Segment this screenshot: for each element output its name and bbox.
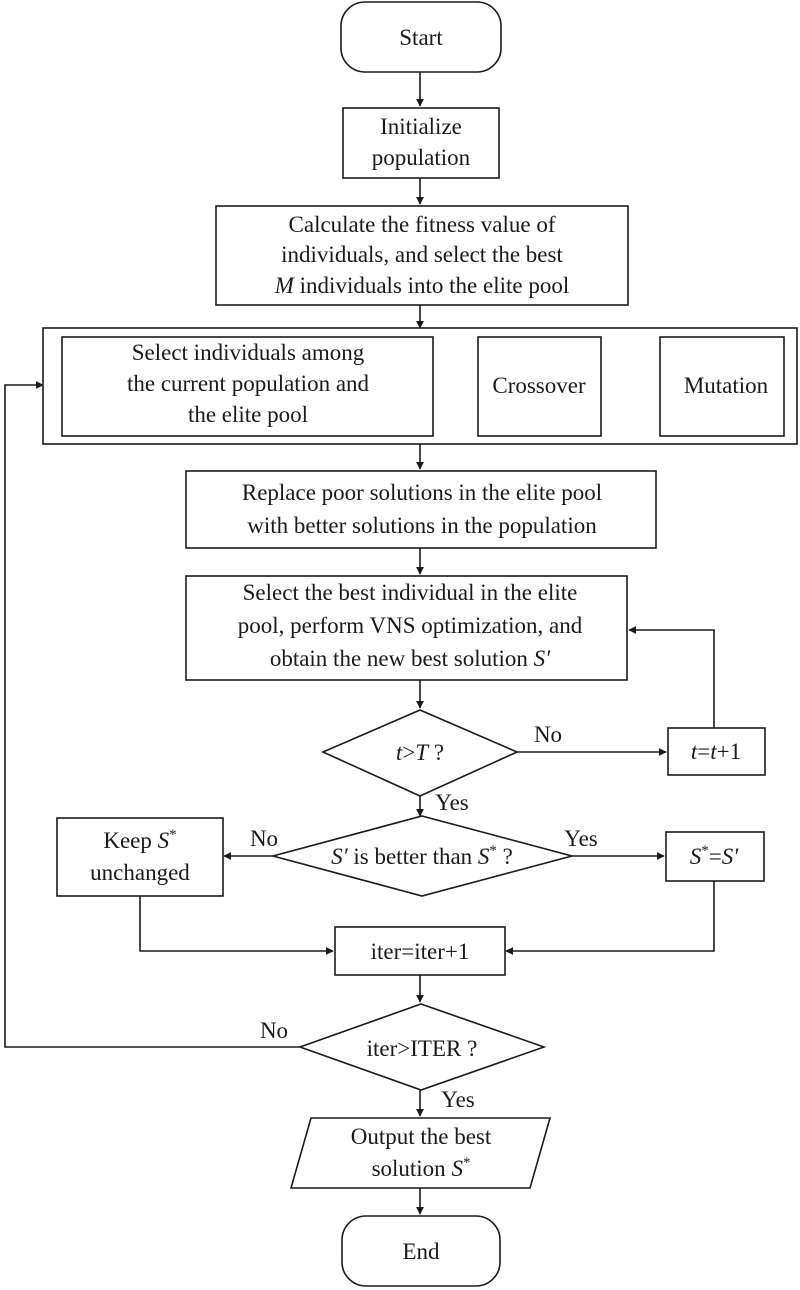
node-initialize: Initialize population: [342, 107, 500, 179]
cond-t-var-1: t: [396, 740, 403, 765]
iter-increment-label: iter=iter+1: [371, 939, 470, 964]
node-end: End: [341, 1215, 501, 1287]
edge-label-t-no: No: [534, 722, 562, 747]
cond-t-op: >: [402, 740, 415, 765]
replace-box: [185, 470, 657, 549]
t-inc-eq: =: [697, 739, 710, 764]
node-vns: Select the best individual in the elite …: [185, 575, 628, 681]
node-ga-operators: Select individuals among the current pop…: [42, 327, 798, 445]
fitness-var-m: M: [274, 273, 296, 298]
assign-box: [665, 831, 765, 882]
initialize-line-1: Initialize: [380, 114, 462, 139]
cond-s-sup: *: [489, 843, 497, 859]
cond-s-var-2: S: [478, 844, 490, 869]
vns-box: [185, 575, 628, 681]
cond-t-var-2: T: [415, 740, 430, 765]
cond-s-diamond: [269, 815, 576, 897]
fitness-box: [215, 205, 629, 306]
node-replace: Replace poor solutions in the elite pool…: [185, 470, 657, 549]
end-label: End: [402, 1239, 440, 1264]
cond-iter-diamond: [297, 1003, 547, 1091]
output-var: S: [451, 1156, 463, 1181]
keep-line-1: Keep S*: [103, 827, 176, 853]
edge-label-s-yes: Yes: [564, 826, 598, 851]
assign-var-2: S′: [722, 844, 740, 869]
node-fitness: Calculate the fitness value of individua…: [215, 205, 629, 306]
node-start: Start: [340, 1, 502, 73]
t-inc-var-1: t: [691, 739, 698, 764]
output-line-2: solution S*: [372, 1155, 471, 1181]
node-cond-t: t>T ?: [321, 709, 519, 797]
cond-t-label: t>T ?: [396, 740, 444, 765]
cond-t-suffix: ?: [428, 740, 444, 765]
cond-t-diamond: [321, 709, 519, 797]
replace-line-2: with better solutions in the population: [247, 513, 597, 538]
cond-iter-label: iter>ITER ?: [367, 1036, 478, 1061]
edge-label-iter-yes: Yes: [441, 1087, 475, 1112]
mutation-box: [659, 336, 785, 437]
node-iter-increment: iter=iter+1: [334, 926, 506, 976]
keep-box: [56, 817, 224, 897]
t-increment-box: [667, 727, 766, 776]
edge-assign-iter: [505, 881, 715, 955]
output-sup: *: [463, 1155, 471, 1171]
edge-label-s-no: No: [250, 826, 278, 851]
assign-label: S*=S′: [690, 843, 739, 869]
edge-cond-iter-no: [4, 381, 300, 1048]
vns-line-3: obtain the new best solution S′: [270, 646, 551, 671]
vns-var-s-prime: S′: [534, 646, 552, 671]
initialize-box: [342, 107, 500, 179]
select-line-3: the elite pool: [188, 402, 308, 427]
node-output: Output the best solution S*: [289, 1117, 552, 1189]
select-line-1: Select individuals among: [132, 340, 365, 365]
output-pre: solution: [372, 1156, 452, 1181]
end-terminal: [341, 1215, 501, 1287]
replace-line-1: Replace poor solutions in the elite pool: [242, 480, 602, 505]
keep-line-2: unchanged: [90, 860, 190, 885]
node-t-increment: t=t+1: [667, 727, 766, 776]
node-keep: Keep S* unchanged: [56, 817, 224, 897]
edge-t-inc-loop: [628, 626, 715, 728]
start-terminal: [340, 1, 502, 73]
assign-eq: =: [709, 844, 722, 869]
select-line-2: the current population and: [127, 371, 370, 396]
output-parallelogram: [289, 1117, 552, 1189]
initialize-line-2: population: [372, 145, 471, 170]
cond-s-var-1: S′: [331, 844, 349, 869]
mutation-label: Mutation: [684, 373, 769, 398]
assign-var-1: S: [690, 844, 702, 869]
crossover-box: [477, 336, 602, 437]
cond-s-mid: is better than: [348, 844, 478, 869]
node-assign: S*=S′: [665, 831, 765, 882]
keep-sup: *: [169, 827, 177, 843]
fitness-line-3-rest: individuals into the elite pool: [294, 273, 569, 298]
cond-s-label: S′ is better than S* ?: [331, 843, 513, 869]
cond-s-suffix: ?: [497, 844, 513, 869]
crossover-label: Crossover: [492, 373, 586, 398]
t-inc-var-2: t: [710, 739, 717, 764]
vns-line-2: pool, perform VNS optimization, and: [238, 613, 583, 638]
connectors: [4, 72, 715, 1215]
iter-increment-box: [334, 926, 506, 976]
select-box: [61, 336, 434, 437]
edge-label-t-yes: Yes: [435, 790, 469, 815]
edge-label-iter-no: No: [260, 1018, 288, 1043]
t-increment-label: t=t+1: [691, 739, 741, 764]
keep-pre: Keep: [103, 828, 157, 853]
fitness-line-3: M individuals into the elite pool: [274, 273, 570, 298]
node-cond-s: S′ is better than S* ?: [269, 815, 576, 897]
output-line-1: Output the best: [351, 1124, 492, 1149]
vns-line-3-text: obtain the new best solution: [270, 646, 534, 671]
fitness-line-2: individuals, and select the best: [281, 242, 563, 267]
node-cond-iter: iter>ITER ?: [297, 1003, 547, 1091]
t-inc-suffix: +1: [717, 739, 741, 764]
fitness-line-1: Calculate the fitness value of: [289, 212, 556, 237]
keep-var: S: [158, 828, 170, 853]
edge-keep-iter: [139, 896, 334, 955]
assign-sup: *: [701, 843, 709, 859]
start-label: Start: [399, 25, 443, 50]
vns-line-1: Select the best individual in the elite: [243, 580, 578, 605]
